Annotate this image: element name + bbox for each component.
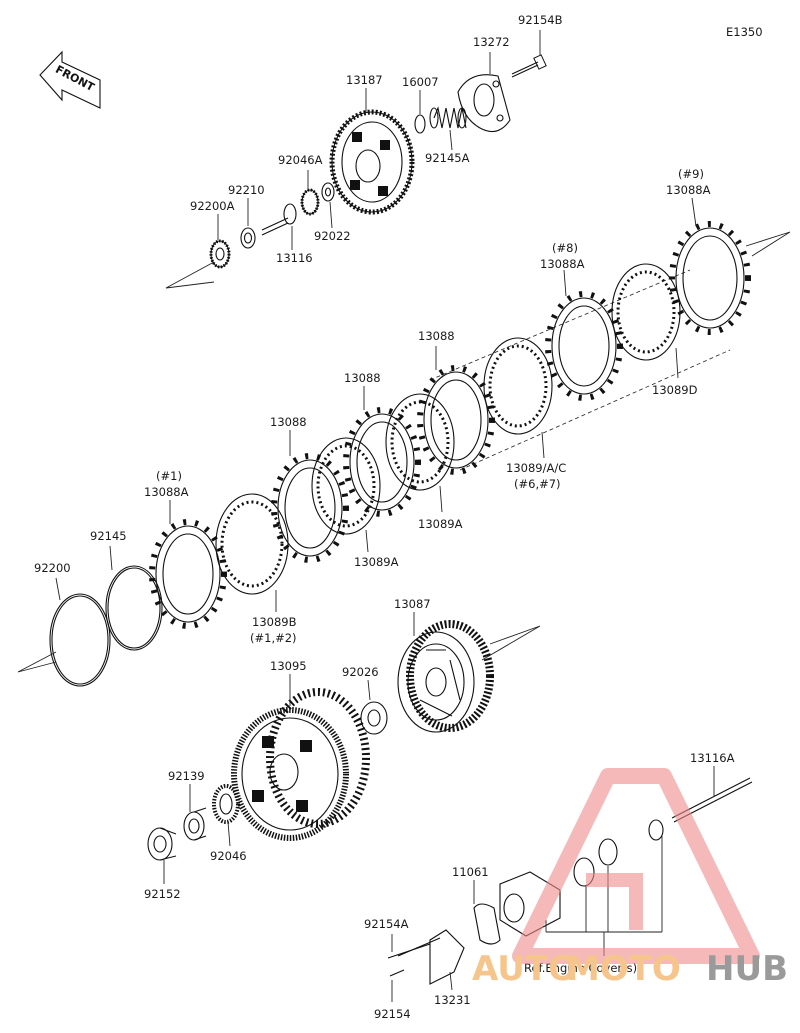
label-13088A-9: 13088A [666,183,711,197]
label-92026: 92026 [342,665,379,679]
friction-plate-13088A-9-part [669,221,751,335]
label-13187: 13187 [346,73,383,87]
label-13088A-8: 13088A [540,257,585,271]
part-92152 [147,827,177,861]
label-13087: 13087 [394,597,431,611]
spring-ring-92145-part [105,565,163,651]
label-13089B-ref: (#1,#2) [250,631,297,645]
friction-plate-13088A-8-part [545,291,623,401]
label-92022: 92022 [314,229,351,243]
washer-92026-part [360,701,388,735]
lever-13231-part [397,929,465,985]
bolt-92154A-part [387,943,431,959]
label-13272: 13272 [473,35,510,49]
label-13089AC: 13089/A/C [506,461,566,475]
watermark-moto: MOTO [566,949,681,989]
label-13088A-8-ref: (#8) [552,241,578,255]
o-ring-part [573,857,595,887]
label-92200: 92200 [34,561,71,575]
steel-plate-13089A-a-part [311,437,381,535]
steel-plate-13089AC-part [483,337,553,435]
collar-92139-part [183,807,207,841]
label-92154B: 92154B [518,13,563,27]
needle-bearing-92046-part [212,784,240,824]
gasket-11061-part [473,903,501,945]
label-13089A-b: 13089A [418,517,463,531]
friction-plate-13088-b-part [343,407,421,517]
label-92152: 92152 [144,887,181,901]
ring-92200-part [49,593,111,687]
label-13116A: 13116A [690,751,735,765]
front-arrow-icon: FRONT [39,50,101,109]
ring-near-rod-part [648,819,664,841]
pressure-plate-13187-part [329,109,415,215]
seal-part [598,838,618,866]
label-13089A-a: 13089A [354,555,399,569]
friction-plate-13088A-1-part [149,519,227,629]
label-13089D: 13089D [652,383,698,397]
label-11061: 11061 [452,865,489,879]
label-92145A: 92145A [425,151,470,165]
front-label: FRONT [53,63,97,94]
clutch-housing-13095-part [231,688,370,841]
friction-plate-13088-a-part [271,453,349,563]
pushrod-13116-part [261,203,297,236]
spring-92145A-part [429,106,467,129]
watermark-hub: HUB [706,949,788,989]
label-13095: 13095 [270,659,307,673]
diagram-code: E1350 [726,25,763,39]
bolt-92154B-part [511,54,547,78]
label-92154A: 92154A [364,917,409,931]
release-cover-part [499,871,561,937]
label-13116: 13116 [276,251,313,265]
label-13088-a: 13088 [270,415,307,429]
label-13088-c: 13088 [418,329,455,343]
label-16007: 16007 [402,75,439,89]
ring-16007-part [414,114,426,134]
washer-92022-part [321,182,335,202]
steel-plate-13089A-b-part [385,393,455,491]
watermark-auto: AUTO [472,949,577,989]
seal-92200A-part [209,239,231,269]
ref-engine-cover-label: Ref.Engine Cover(s) [524,961,637,975]
label-92139: 92139 [168,769,205,783]
bearing-92046A-part [300,188,320,216]
clutch-hub-13087-part [397,620,494,733]
friction-plate-13088-c-part [417,365,495,475]
part-92210 [240,227,256,249]
label-13089AC-ref: (#6,#7) [514,477,561,491]
label-92046: 92046 [210,849,247,863]
label-13088A-1: 13088A [144,485,189,499]
label-13088-b: 13088 [344,371,381,385]
steel-plate-13089D-part [611,263,681,361]
label-13231: 13231 [434,993,471,1007]
bolt-92154-part [389,969,405,977]
label-13089B: 13089B [252,615,297,629]
label-13088A-1-ref: (#1) [156,469,182,483]
label-92200A: 92200A [190,199,235,213]
steel-plate-13089B-part [215,493,289,595]
label-92046A: 92046A [278,153,323,167]
label-13088A-9-ref: (#9) [678,167,704,181]
label-92154: 92154 [374,1007,411,1021]
watermark-text: AUTO MOTO HUB [472,949,788,989]
label-92145: 92145 [90,529,127,543]
watermark-logo [512,768,760,964]
label-92210: 92210 [228,183,265,197]
